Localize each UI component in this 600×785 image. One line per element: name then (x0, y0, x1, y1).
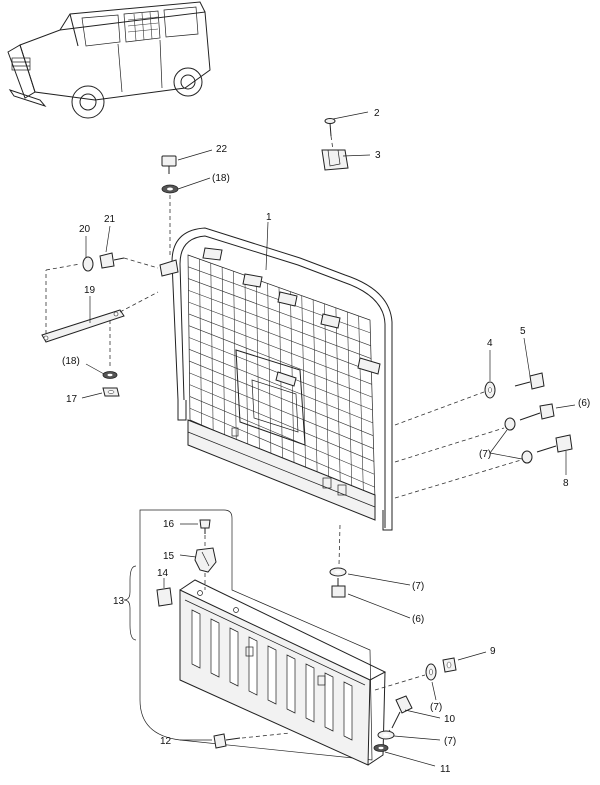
callout-18-lower: (18) (62, 356, 80, 367)
cargo-grille (159, 227, 393, 531)
part-18-washer-lower (102, 371, 118, 379)
callout-7-lower: (7) (430, 702, 442, 713)
part-8-bolt (536, 434, 573, 453)
callout-18-top: (18) (212, 173, 230, 184)
vehicle-thumbnail (7, 1, 211, 119)
part-16-screw (199, 519, 211, 534)
louvered-panel (179, 579, 387, 766)
callout-4: 4 (487, 338, 493, 349)
part-2-screw (324, 118, 336, 137)
part-7-washer-a (504, 417, 516, 431)
part-7-washer-d (425, 663, 437, 681)
part-4-washer (484, 381, 496, 399)
part-3-clip (321, 149, 349, 171)
callout-10: 10 (444, 714, 456, 725)
callout-19: 19 (84, 285, 96, 296)
part-14-block (156, 587, 173, 607)
callout-11: 11 (440, 764, 451, 775)
part-21-bolt (99, 252, 125, 269)
part-10-bolt (391, 695, 413, 729)
part-22-bolt (161, 155, 177, 174)
part-11-washer (373, 744, 389, 752)
callout-17: 17 (66, 394, 78, 405)
callout-7-center: (7) (412, 581, 424, 592)
part-20-washer (82, 256, 94, 272)
part-9-nut (442, 657, 457, 673)
callout-6-right: (6) (578, 398, 590, 409)
callout-9: 9 (490, 646, 496, 657)
callout-15: 15 (163, 551, 175, 562)
part-12-bolt (213, 733, 241, 749)
callout-6-center: (6) (412, 614, 424, 625)
callout-5: 5 (520, 326, 526, 337)
callout-8: 8 (563, 478, 569, 489)
part-17-nut (102, 387, 120, 397)
callout-13: 13 (113, 596, 125, 607)
part-6-bolt-b (331, 578, 346, 598)
callout-2: 2 (374, 108, 380, 119)
part-7-washer-e (377, 730, 395, 740)
callout-7-right: (7) (479, 449, 491, 460)
callout-20: 20 (79, 224, 91, 235)
callout-12: 12 (160, 736, 172, 747)
part-15-clip (194, 547, 217, 573)
part-6-bolt-a (519, 403, 555, 421)
callout-1: 1 (266, 212, 272, 223)
part-5-bolt (514, 372, 545, 390)
part-7-washer-b (521, 450, 533, 464)
callout-14: 14 (157, 568, 169, 579)
part-18-washer-top (161, 184, 179, 194)
part-19-bracket (41, 309, 125, 343)
callout-16: 16 (163, 519, 175, 530)
callout-22: 22 (216, 144, 228, 155)
callout-21: 21 (104, 214, 116, 225)
part-7-washer-c (329, 567, 347, 577)
callout-7-bottom: (7) (444, 736, 456, 747)
callout-3: 3 (375, 150, 381, 161)
